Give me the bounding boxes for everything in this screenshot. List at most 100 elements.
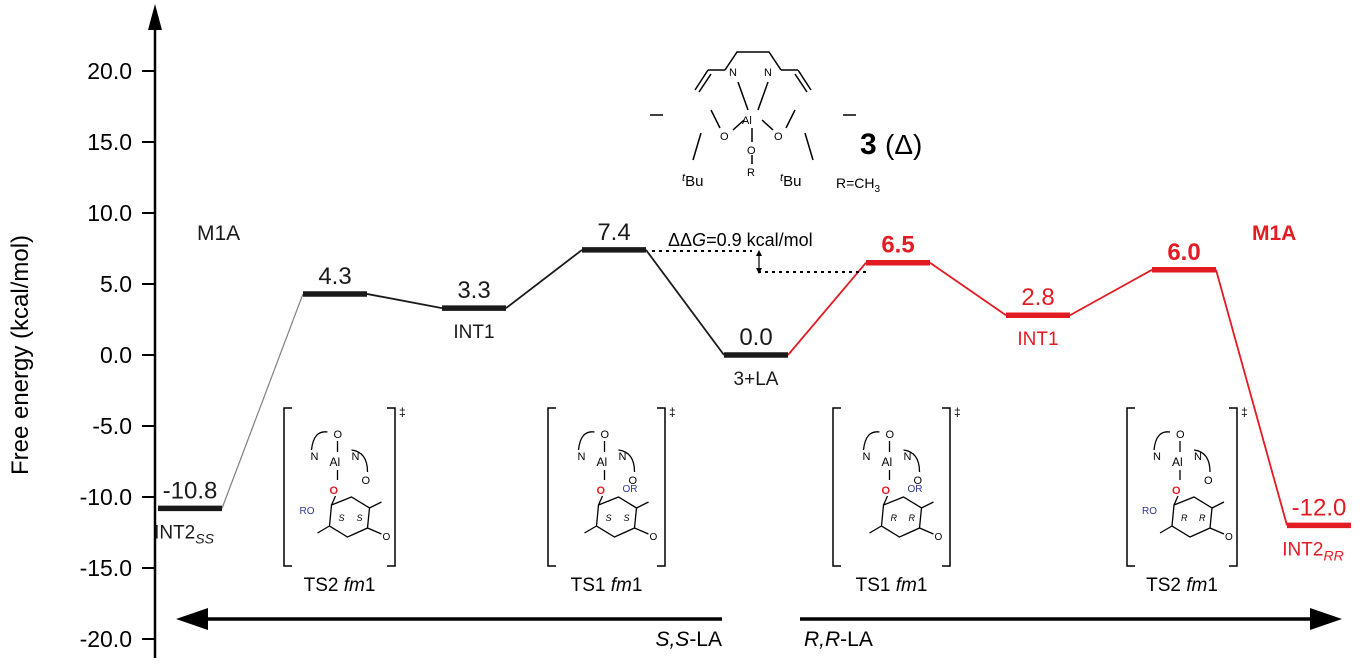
ddg-arrow-head-up — [756, 250, 762, 256]
direction-ss-la: S,S-LA — [655, 628, 722, 651]
ts-stereo-label: S — [624, 513, 630, 523]
ts-bond — [317, 525, 330, 534]
ts-bond — [584, 525, 597, 534]
ts-bracket-right — [1229, 407, 1238, 567]
ts-atom-n: N — [1194, 451, 1202, 463]
y-axis-ticks: 20.015.010.05.00.0-5.0-10.0-15.0-20.0 — [80, 58, 155, 652]
y-tick-label: 10.0 — [87, 200, 132, 226]
ts-stereo-label: R — [909, 513, 916, 523]
cat-r-group: R=CH3 — [836, 175, 881, 195]
y-tick-label: 5.0 — [100, 271, 132, 297]
ts-atom-al: Al — [597, 455, 608, 469]
ts-atom-n: N — [1153, 451, 1161, 463]
ts-atom-o-carbonyl: O — [330, 485, 339, 497]
ts-dagger: ‡ — [1241, 405, 1248, 419]
ts-bond — [369, 501, 382, 509]
ts-bracket-right — [657, 407, 666, 567]
ts-bond — [921, 501, 934, 509]
ts-bond — [1211, 501, 1225, 509]
profile-connector — [645, 249, 725, 356]
profile-connector — [929, 261, 1007, 316]
y-tick-label: 0.0 — [100, 342, 132, 368]
ts-dagger: ‡ — [669, 405, 676, 419]
ts-group-ro: RO — [1142, 506, 1157, 517]
cat-atom-r: R — [747, 167, 755, 179]
ts-atom-n: N — [311, 451, 319, 463]
ts-atom-n: N — [578, 451, 586, 463]
ts-group-or: OR — [623, 484, 638, 495]
ts-atom-o: O — [650, 532, 658, 543]
profile-connector — [221, 293, 304, 509]
ts-ligand-arc — [862, 431, 880, 451]
ts-bracket-left — [547, 407, 556, 567]
ts-atom-o: O — [886, 429, 895, 441]
ts-lactide-ring — [328, 496, 371, 538]
ts-bond — [597, 495, 604, 506]
ts-bracket-right — [942, 407, 951, 567]
ts-atom-o-carbonyl: O — [882, 485, 891, 497]
ts-atom-n: N — [904, 451, 912, 463]
y-axis-label: Free energy (kcal/mol) — [7, 235, 34, 475]
ts-atom-n: N — [619, 451, 627, 463]
ts-stereo-label: R — [1181, 513, 1188, 523]
y-axis-arrow — [148, 4, 162, 30]
ts-stereo-label: S — [357, 513, 363, 523]
energy-value-label: 6.0 — [1167, 239, 1200, 266]
energy-value-label: 7.4 — [597, 219, 630, 246]
y-tick-label: -10.0 — [80, 484, 132, 510]
ts-bond — [636, 501, 649, 509]
ts-atom-o: O — [334, 429, 343, 441]
profile-connector — [505, 249, 583, 309]
state-name-label: INT1 — [453, 322, 494, 343]
ts-lactide-ring — [1171, 496, 1213, 538]
cat-atom-o2: O — [774, 131, 783, 143]
ts-atom-o: O — [1225, 532, 1233, 543]
ts-ligand-arc — [1153, 431, 1171, 451]
ts-bond — [1173, 495, 1179, 506]
ts-bond — [330, 495, 337, 506]
cat-number: 3 — [860, 128, 877, 161]
arrow-rr-head — [1310, 608, 1342, 630]
ts-dagger: ‡ — [399, 405, 406, 419]
ts-atom-o: O — [362, 475, 371, 487]
energy-value-label: -10.8 — [163, 477, 218, 504]
ts-ligand-arc — [903, 449, 921, 473]
state-name-label: INT1 — [1017, 329, 1058, 350]
ts-bond — [367, 527, 382, 535]
cat-atom-o1: O — [720, 131, 729, 143]
y-tick-label: -15.0 — [80, 555, 132, 581]
ts-ligand-arc — [1193, 449, 1211, 473]
ts-atom-n: N — [863, 451, 871, 463]
y-tick-label: -20.0 — [80, 626, 132, 652]
state-name-label: INT2RR — [1282, 539, 1343, 563]
ts-group-ro: RO — [300, 506, 315, 517]
state-name-label: INT2SS — [154, 522, 215, 546]
ts-lactide-ring — [880, 496, 923, 538]
cat-atom-al: Al — [742, 115, 752, 127]
profile-connector — [366, 293, 443, 310]
ddg-arrow-head-down — [756, 268, 762, 274]
direction-rr-la: R,R-LA — [804, 628, 873, 651]
ts-label: TS1 fm1 — [856, 575, 928, 596]
ts-lactide-ring — [595, 496, 638, 538]
cat-symbol: (Δ) — [885, 129, 922, 160]
ts-atom-o: O — [629, 475, 638, 487]
y-tick-label: 15.0 — [87, 129, 132, 155]
cat-atom-o3: O — [747, 145, 756, 157]
profile-connector — [1215, 269, 1288, 526]
ts-atom-o: O — [914, 475, 923, 487]
legend-m1a-rr: M1A — [1252, 222, 1296, 245]
ts-group-or: OR — [908, 484, 923, 495]
ts-bond — [869, 525, 882, 534]
ts-atom-al: Al — [330, 455, 341, 469]
ts-stereo-label: R — [891, 513, 898, 523]
state-name-label: 3+LA — [734, 369, 779, 390]
ts-ligand-arc — [577, 431, 595, 451]
energy-profile: -10.8INT2SS4.33.3INT17.40.03+LA6.52.8INT… — [154, 219, 1351, 563]
ts-bond — [1209, 527, 1225, 535]
